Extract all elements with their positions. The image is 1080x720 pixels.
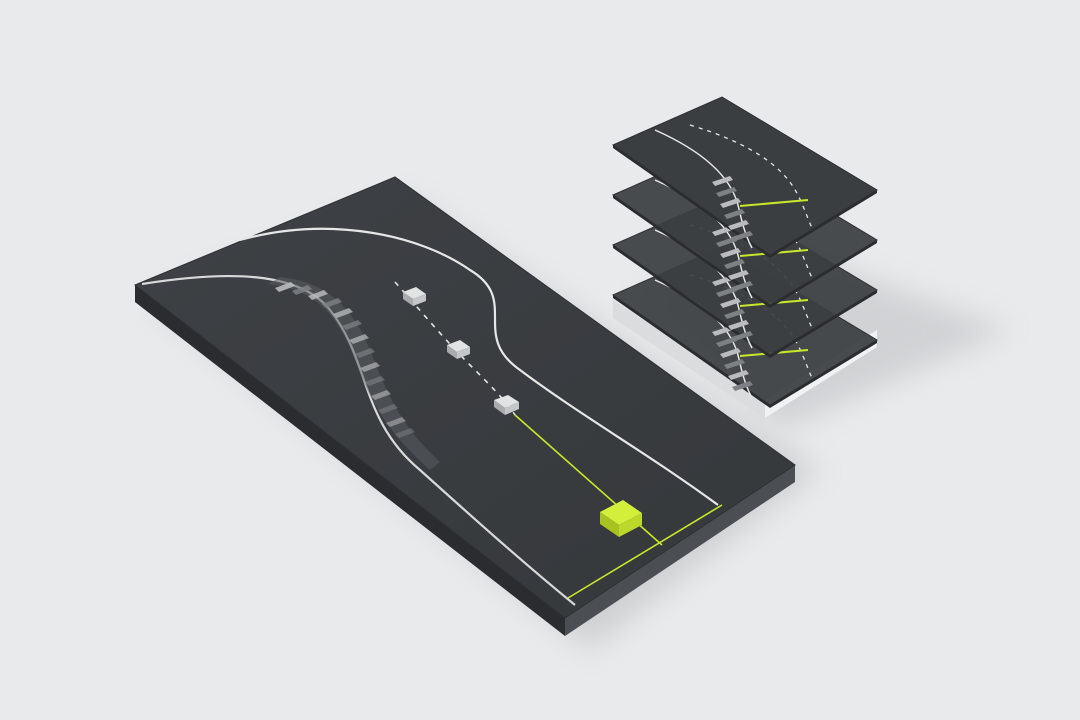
crosswalk-stripe xyxy=(292,285,312,295)
layer-stack xyxy=(611,96,878,418)
crosswalk-stripe xyxy=(386,417,406,427)
road-edge-line-inner xyxy=(239,227,719,506)
crosswalk-stripe xyxy=(378,404,398,414)
stack-crosswalk-stripe xyxy=(728,220,749,230)
stack-crosswalk-stripe xyxy=(728,320,749,330)
stack-crosswalk-stripe xyxy=(728,270,749,280)
stack-crosswalk-stripe xyxy=(732,231,753,241)
stack-crosswalk-stripe xyxy=(720,248,741,258)
stack-crosswalk-stripe xyxy=(732,331,753,341)
crosswalk-stripe xyxy=(360,362,380,372)
stack-layer xyxy=(611,96,878,258)
stack-base-side-left xyxy=(613,300,765,418)
stack-accent-crossline xyxy=(739,199,809,207)
stack-crosswalk-stripe xyxy=(712,226,733,236)
stacked-layers xyxy=(611,96,878,408)
stack-crosswalk-stripe xyxy=(716,287,737,297)
stack-crosswalk-stripe xyxy=(724,309,745,319)
marker-3 xyxy=(494,395,519,415)
stack-crosswalk-stripe xyxy=(724,359,745,369)
stack-layer-face xyxy=(611,96,878,256)
accent-bottom-line xyxy=(567,504,723,599)
slab-side-right xyxy=(565,465,795,636)
stack-dashed-line xyxy=(689,124,813,229)
crosswalk-stripe xyxy=(333,308,353,318)
slab-side-left xyxy=(135,285,565,636)
crosswalk-stripe xyxy=(342,320,362,330)
main-road-slab xyxy=(134,176,796,636)
stack-crosswalk-stripe xyxy=(712,276,733,286)
stack-crosswalk-stripe xyxy=(728,370,749,380)
stack-crosswalk-stripe xyxy=(720,348,741,358)
stack-crosswalk-stripe xyxy=(716,237,737,247)
crosswalk-stripe xyxy=(349,334,369,344)
active-marker xyxy=(600,500,642,537)
stack-crosswalk-stripe xyxy=(724,259,745,269)
marker-2 xyxy=(447,340,470,359)
crosswalk-stripe xyxy=(355,348,375,358)
stack-crosswalk-stripe xyxy=(716,337,737,347)
stack-crosswalk-stripe xyxy=(720,298,741,308)
marker-1 xyxy=(403,287,426,306)
stack-crosswalk-stripe xyxy=(712,326,733,336)
center-dashed-line xyxy=(394,281,516,416)
crosswalk-stripe xyxy=(365,376,385,386)
stack-crosswalk-stripe xyxy=(712,176,733,186)
crosswalk-stripe xyxy=(308,290,328,300)
stack-crosswalk-stripe xyxy=(732,281,753,291)
crosswalk-stripe xyxy=(395,428,415,438)
stack-crosswalk-stripe xyxy=(716,187,737,197)
crosswalk-stripe xyxy=(371,390,391,400)
crosswalk-stripes xyxy=(275,282,415,438)
stack-crosswalk-stripe xyxy=(732,381,753,391)
stack-crosswalk-stripe xyxy=(724,209,745,219)
crosswalk-stripe xyxy=(275,282,295,292)
stack-crosswalk-stripe xyxy=(720,198,741,208)
crosswalk-stripe xyxy=(322,298,342,308)
